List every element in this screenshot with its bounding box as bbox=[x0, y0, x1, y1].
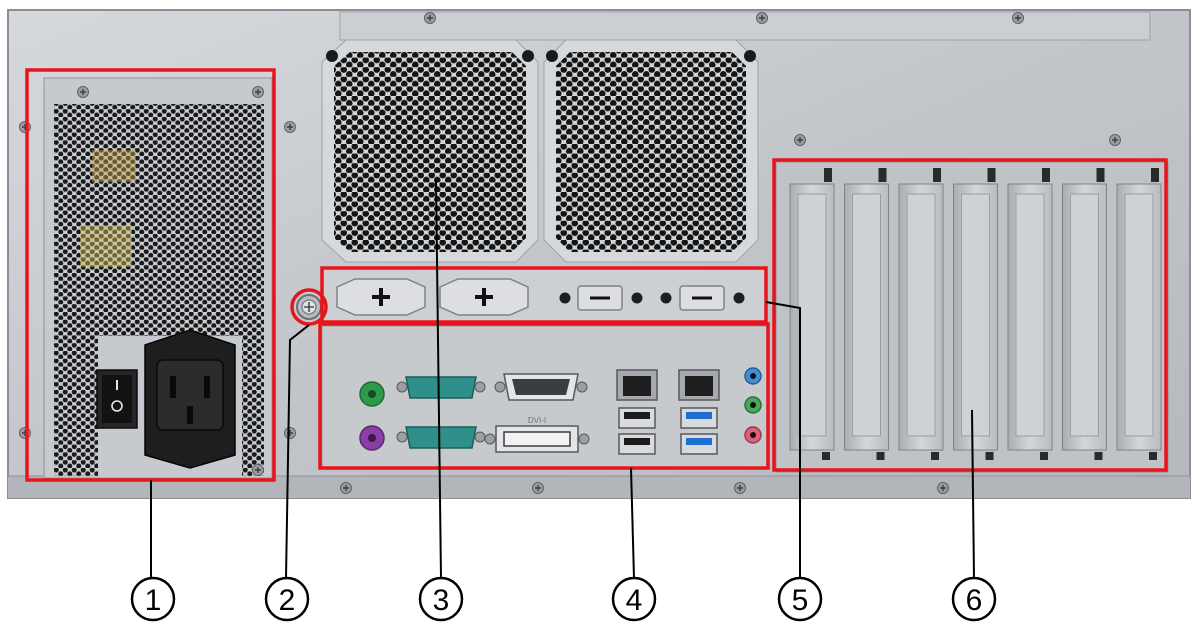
interface-knockout-strip bbox=[322, 266, 768, 322]
callout-number-1: 1 bbox=[145, 584, 162, 617]
expansion-slot-cover bbox=[1062, 168, 1107, 460]
expansion-slot-cover bbox=[1007, 168, 1053, 460]
expansion-slot-cover bbox=[898, 168, 944, 460]
audio-line-out-jack[interactable] bbox=[744, 396, 762, 414]
power-switch[interactable] bbox=[96, 369, 138, 429]
usb2-port-2[interactable] bbox=[618, 433, 656, 455]
callout-6: 6 bbox=[951, 576, 997, 622]
leader-line-4 bbox=[630, 467, 635, 579]
dvi-port[interactable] bbox=[484, 425, 590, 453]
usb3-port-2[interactable] bbox=[680, 433, 718, 455]
callout-number-3: 3 bbox=[433, 584, 450, 617]
callout-1: 1 bbox=[130, 576, 176, 622]
callout-number-6: 6 bbox=[966, 584, 983, 617]
serial-port-2[interactable] bbox=[396, 426, 486, 449]
ethernet-port-2[interactable] bbox=[678, 369, 720, 401]
expansion-slot-cover bbox=[953, 168, 998, 460]
leader-line-6 bbox=[971, 409, 975, 579]
expansion-slot-cover bbox=[844, 168, 889, 460]
dvi-label: DVI-I bbox=[528, 416, 546, 425]
audio-mic-jack[interactable] bbox=[744, 426, 762, 444]
ethernet-port-1[interactable] bbox=[616, 369, 658, 401]
leader-line-3 bbox=[435, 179, 442, 579]
highlight-expansion-slots bbox=[772, 158, 1168, 472]
expansion-slot-cover bbox=[789, 168, 835, 460]
vga-port[interactable] bbox=[494, 373, 588, 401]
fan-grill-left bbox=[321, 39, 539, 263]
expansion-slot-covers bbox=[775, 161, 1169, 473]
callout-number-4: 4 bbox=[626, 584, 643, 617]
audio-line-in-jack[interactable] bbox=[744, 367, 762, 385]
expansion-slot-cover bbox=[1116, 168, 1162, 460]
serial-port-1[interactable] bbox=[396, 376, 486, 399]
leader-line-5 bbox=[765, 301, 801, 578]
callout-2: 2 bbox=[264, 576, 310, 622]
callout-number-5: 5 bbox=[792, 584, 809, 617]
usb2-port-1[interactable] bbox=[618, 407, 656, 429]
callout-number-2: 2 bbox=[279, 584, 296, 617]
ps2-keyboard-port[interactable] bbox=[359, 425, 385, 451]
highlight-io-panel bbox=[318, 322, 770, 470]
callout-3: 3 bbox=[418, 576, 464, 622]
grounding-screw[interactable] bbox=[296, 294, 322, 320]
fan-grill-right bbox=[543, 39, 759, 263]
callout-4: 4 bbox=[611, 576, 657, 622]
highlight-grounding-screw bbox=[290, 288, 328, 326]
ps2-mouse-port[interactable] bbox=[359, 381, 385, 407]
leader-line-2 bbox=[285, 324, 310, 579]
power-inlet[interactable] bbox=[144, 329, 236, 469]
leader-lines bbox=[150, 179, 975, 579]
callout-5: 5 bbox=[777, 576, 823, 622]
usb3-port-1[interactable] bbox=[680, 407, 718, 429]
